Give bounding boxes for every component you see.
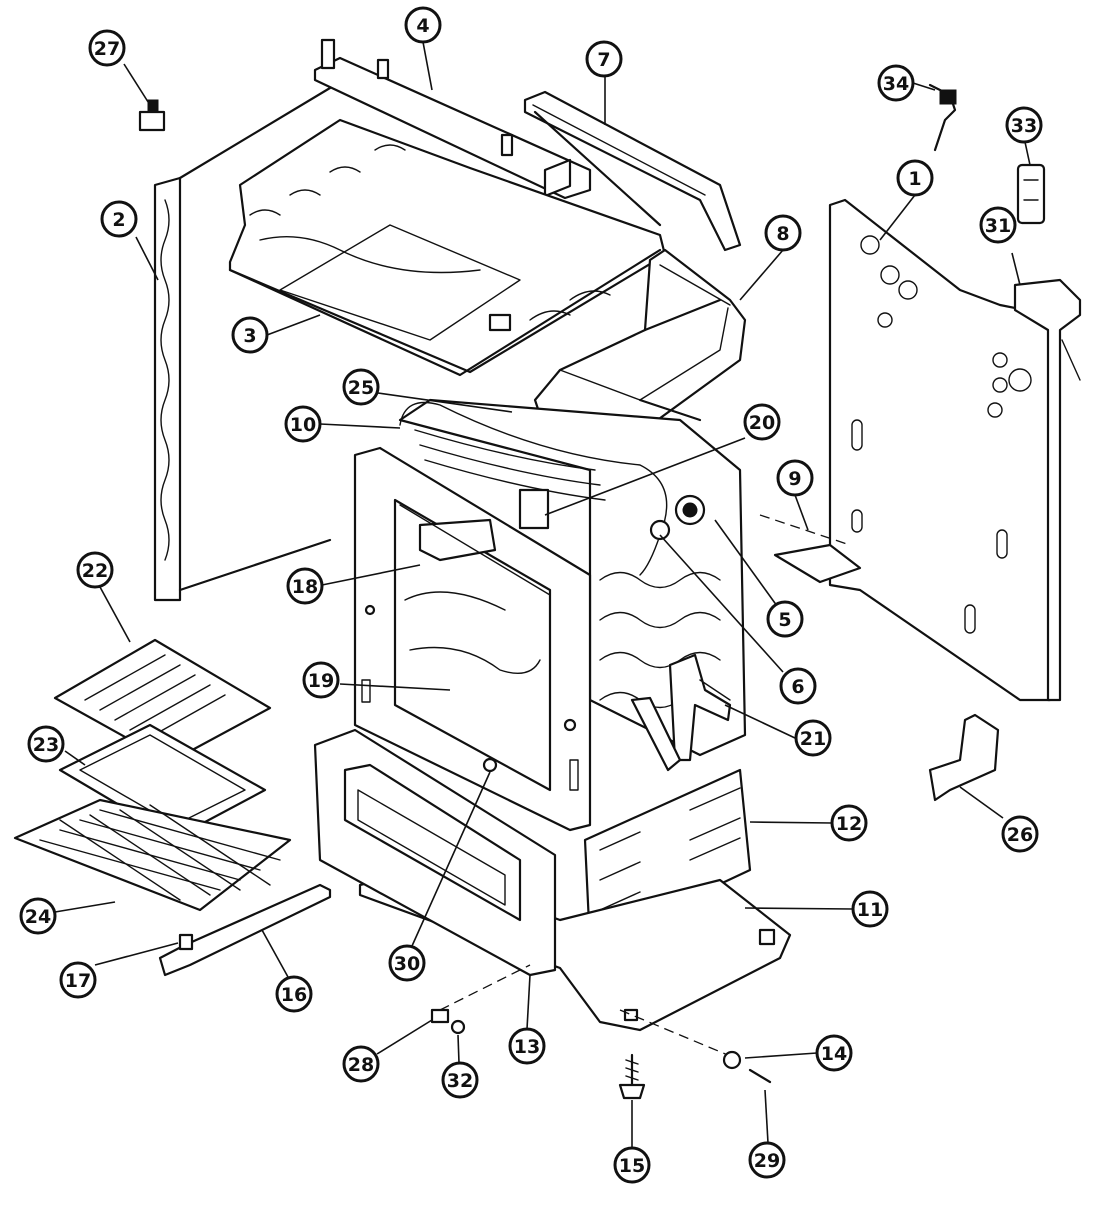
- callout-22: 22: [76, 551, 114, 589]
- svg-text:30: 30: [394, 953, 420, 975]
- svg-text:29: 29: [754, 1150, 780, 1172]
- callout-11: 11: [851, 890, 889, 928]
- callout-19: 19: [302, 661, 340, 699]
- top-bracket: [313, 38, 592, 200]
- left-side-panel: [153, 86, 332, 602]
- callout-33: 33: [1005, 106, 1043, 144]
- svg-text:2: 2: [112, 209, 125, 231]
- svg-text:6: 6: [791, 676, 804, 698]
- small-bracket: [928, 713, 1000, 802]
- svg-text:3: 3: [243, 325, 256, 347]
- svg-text:24: 24: [25, 906, 51, 928]
- svg-text:20: 20: [749, 412, 775, 434]
- callout-4: 4: [404, 6, 442, 44]
- svg-text:33: 33: [1011, 115, 1037, 137]
- svg-text:11: 11: [857, 899, 883, 921]
- callout-28: 28: [342, 1045, 380, 1083]
- svg-text:31: 31: [985, 215, 1011, 237]
- burner-box: [228, 118, 667, 377]
- callout-12: 12: [830, 804, 868, 842]
- callout-30: 30: [388, 944, 426, 982]
- callout-2: 2: [100, 200, 138, 238]
- svg-text:16: 16: [281, 984, 307, 1006]
- callout-1: 1: [896, 159, 934, 197]
- svg-text:13: 13: [514, 1036, 540, 1058]
- svg-text:1: 1: [908, 168, 921, 190]
- lower-front-panel: [313, 728, 557, 1011]
- svg-text:18: 18: [292, 576, 318, 598]
- leader-lines: [54, 41, 1031, 1148]
- svg-text:7: 7: [597, 49, 610, 71]
- callout-6: 6: [779, 667, 817, 705]
- door-hinge: [630, 653, 732, 772]
- callout-32: 32: [441, 1061, 479, 1099]
- svg-text:26: 26: [1007, 824, 1033, 846]
- callout-17: 17: [59, 961, 97, 999]
- callout-18: 18: [286, 567, 324, 605]
- callout-23: 23: [27, 725, 65, 763]
- callout-20: 20: [743, 403, 781, 441]
- callout-29: 29: [748, 1141, 786, 1179]
- svg-text:14: 14: [821, 1043, 847, 1065]
- svg-text:15: 15: [619, 1155, 645, 1177]
- svg-text:34: 34: [883, 73, 909, 95]
- callout-24: 24: [19, 897, 57, 935]
- svg-text:27: 27: [94, 38, 120, 60]
- svg-text:9: 9: [788, 468, 801, 490]
- vent-trim: [523, 90, 742, 252]
- oven-front-frame: [353, 446, 592, 832]
- svg-text:22: 22: [82, 560, 108, 582]
- svg-text:32: 32: [447, 1070, 473, 1092]
- fasteners: [430, 757, 772, 1100]
- lower-rear-panel: [583, 768, 752, 947]
- light-socket: [1016, 163, 1046, 225]
- callout-27: 27: [88, 29, 126, 67]
- callout-8: 8: [764, 214, 802, 252]
- svg-text:10: 10: [290, 414, 316, 436]
- callout-3: 3: [231, 316, 269, 354]
- callout-14: 14: [815, 1034, 853, 1072]
- callout-21: 21: [794, 719, 832, 757]
- svg-text:28: 28: [348, 1054, 374, 1076]
- svg-text:5: 5: [778, 609, 791, 631]
- svg-text:25: 25: [348, 377, 374, 399]
- callout-16: 16: [275, 975, 313, 1013]
- svg-text:8: 8: [776, 223, 789, 245]
- callout-26: 26: [1001, 815, 1039, 853]
- callout-15: 15: [613, 1146, 651, 1184]
- svg-text:19: 19: [308, 670, 334, 692]
- callout-10: 10: [284, 405, 322, 443]
- callout-31: 31: [979, 206, 1017, 244]
- callout-7: 7: [585, 40, 623, 78]
- svg-text:17: 17: [65, 970, 91, 992]
- callout-9: 9: [776, 459, 814, 497]
- knob-clip: [138, 99, 166, 132]
- callout-5: 5: [766, 600, 804, 638]
- callout-25: 25: [342, 368, 380, 406]
- wire-harness: [928, 83, 957, 152]
- svg-text:21: 21: [800, 728, 826, 750]
- callout-13: 13: [508, 1027, 546, 1065]
- svg-text:23: 23: [33, 734, 59, 756]
- oven-rack: [13, 798, 292, 912]
- oven-cavity: [398, 398, 747, 757]
- svg-text:12: 12: [836, 813, 862, 835]
- bottom-strip: [759, 514, 862, 584]
- slide-rail: [158, 883, 332, 977]
- svg-text:4: 4: [416, 15, 429, 37]
- callout-34: 34: [877, 64, 915, 102]
- control-support: [1013, 278, 1082, 702]
